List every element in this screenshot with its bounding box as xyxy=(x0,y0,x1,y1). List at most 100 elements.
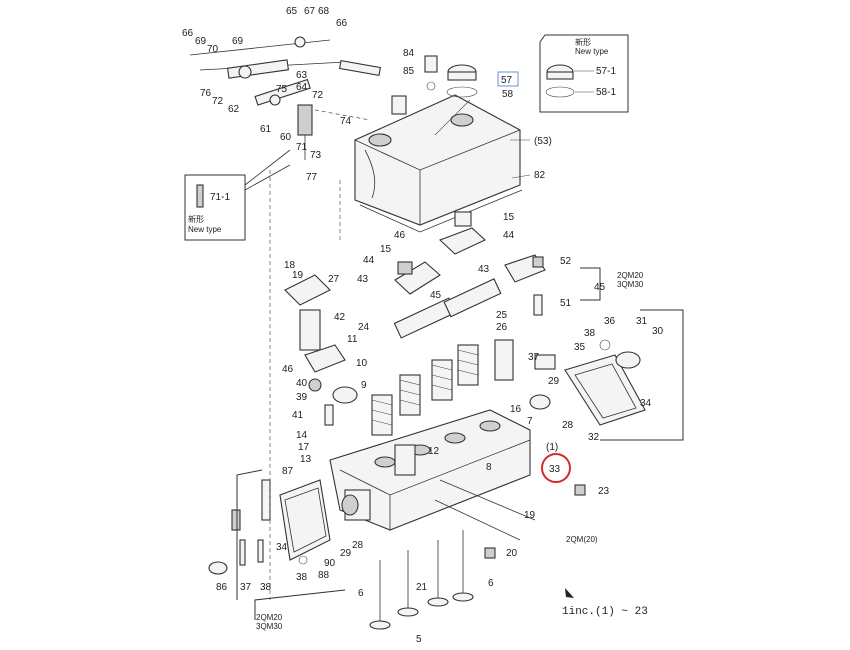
label-71: 71 xyxy=(296,142,308,153)
label-69b: 69 xyxy=(232,36,244,47)
label-36: 36 xyxy=(604,316,616,327)
label-87: 87 xyxy=(282,466,294,477)
label-85: 85 xyxy=(403,66,415,77)
new-type-label-en: New type xyxy=(575,47,609,56)
label-37a: 37 xyxy=(528,352,540,363)
label-69: 69 xyxy=(195,36,207,47)
label-86: 86 xyxy=(216,582,228,593)
label-82: 82 xyxy=(534,170,546,181)
label-38a: 38 xyxy=(584,328,596,339)
new-type-label-jp: 新形 xyxy=(575,37,591,47)
label-57-1: 57-1 xyxy=(596,66,616,77)
label-6b: 6 xyxy=(488,578,494,589)
label-43a: 43 xyxy=(357,274,369,285)
label-19b: 19 xyxy=(524,510,536,521)
rocker-shaft-assembly xyxy=(393,211,546,339)
label-76: 76 xyxy=(200,88,212,99)
label-5: 5 xyxy=(416,634,422,645)
label-20: 20 xyxy=(506,548,518,559)
label-19a: 19 xyxy=(292,270,304,281)
label-6a: 6 xyxy=(358,588,364,599)
oil-filler-cap xyxy=(424,55,478,98)
label-28a: 28 xyxy=(562,420,574,431)
label-1: (1) xyxy=(546,442,558,453)
label-14: 14 xyxy=(296,430,308,441)
label-45b: 45 xyxy=(594,282,606,293)
control-linkage-assembly xyxy=(189,36,382,160)
label-72b: 72 xyxy=(312,90,324,101)
model-bracket-left xyxy=(254,589,346,620)
label-65: 65 xyxy=(286,6,298,17)
label-39: 39 xyxy=(296,392,308,403)
label-31: 31 xyxy=(636,316,648,327)
label-62: 62 xyxy=(228,104,240,115)
label-46b: 46 xyxy=(282,364,294,375)
new-type-label-jp-b: 新形 xyxy=(188,214,204,224)
new-type-inset: 新形 New type 57-1 58-1 xyxy=(539,34,629,113)
part-labels: 65 67 68 66 66 69 70 69 76 72 62 63 64 7… xyxy=(182,6,664,645)
label-34a: 34 xyxy=(640,398,652,409)
label-30: 30 xyxy=(652,326,664,337)
label-64: 64 xyxy=(296,82,308,93)
label-73: 73 xyxy=(310,150,322,161)
label-70: 70 xyxy=(207,44,219,55)
label-28b: 28 xyxy=(352,540,364,551)
valve-springs xyxy=(371,339,514,436)
bracket-upper-right xyxy=(580,267,601,301)
new-type-label-en-b: New type xyxy=(188,225,222,234)
label-9: 9 xyxy=(361,380,367,391)
label-10: 10 xyxy=(356,358,368,369)
label-15a: 15 xyxy=(503,212,515,223)
models-left-2: 3QM30 xyxy=(256,622,283,631)
label-23: 23 xyxy=(598,486,610,497)
label-41: 41 xyxy=(292,410,304,421)
label-68: 68 xyxy=(318,6,330,17)
model-bracket-right xyxy=(600,309,684,441)
model-2qm-label: 2QM(20) xyxy=(566,535,598,544)
valves xyxy=(369,479,586,630)
label-57: 57 xyxy=(501,75,513,86)
label-84: 84 xyxy=(403,48,415,59)
label-12: 12 xyxy=(428,446,440,457)
models-right-2: 3QM30 xyxy=(617,280,644,289)
label-51: 51 xyxy=(560,298,572,309)
rocker-cover xyxy=(354,94,523,233)
label-45a: 45 xyxy=(430,290,442,301)
label-21: 21 xyxy=(416,582,428,593)
label-58: 58 xyxy=(502,89,514,100)
label-61: 61 xyxy=(260,124,272,135)
label-53: (53) xyxy=(534,136,552,147)
label-24: 24 xyxy=(358,322,370,333)
new-type-inset-left: 71-1 新形 New type xyxy=(184,149,291,241)
label-33: 33 xyxy=(549,464,561,475)
label-18: 18 xyxy=(284,260,296,271)
side-cover-left xyxy=(279,479,359,561)
models-right-1: 2QM20 xyxy=(617,271,644,280)
label-44b: 44 xyxy=(363,255,375,266)
label-8: 8 xyxy=(486,462,492,473)
highlight-57 xyxy=(497,71,519,87)
label-67: 67 xyxy=(304,6,316,17)
decompression-parts xyxy=(208,479,308,575)
models-left-1: 2QM20 xyxy=(256,613,283,622)
label-25: 25 xyxy=(496,310,508,321)
side-cover-right xyxy=(529,339,646,426)
label-58-1: 58-1 xyxy=(596,87,616,98)
label-32: 32 xyxy=(588,432,600,443)
label-44a: 44 xyxy=(503,230,515,241)
label-35: 35 xyxy=(574,342,586,353)
label-40: 40 xyxy=(296,378,308,389)
label-46a: 46 xyxy=(394,230,406,241)
cylinder-head xyxy=(329,409,531,531)
label-66a: 66 xyxy=(336,18,348,29)
label-26: 26 xyxy=(496,322,508,333)
label-74: 74 xyxy=(340,116,352,127)
label-37b: 37 xyxy=(240,582,252,593)
label-75: 75 xyxy=(276,84,288,95)
label-15b: 15 xyxy=(380,244,392,255)
label-38c: 38 xyxy=(260,582,272,593)
bracket-lower-left xyxy=(236,469,263,600)
label-34b: 34 xyxy=(276,542,288,553)
label-88: 88 xyxy=(318,570,330,581)
